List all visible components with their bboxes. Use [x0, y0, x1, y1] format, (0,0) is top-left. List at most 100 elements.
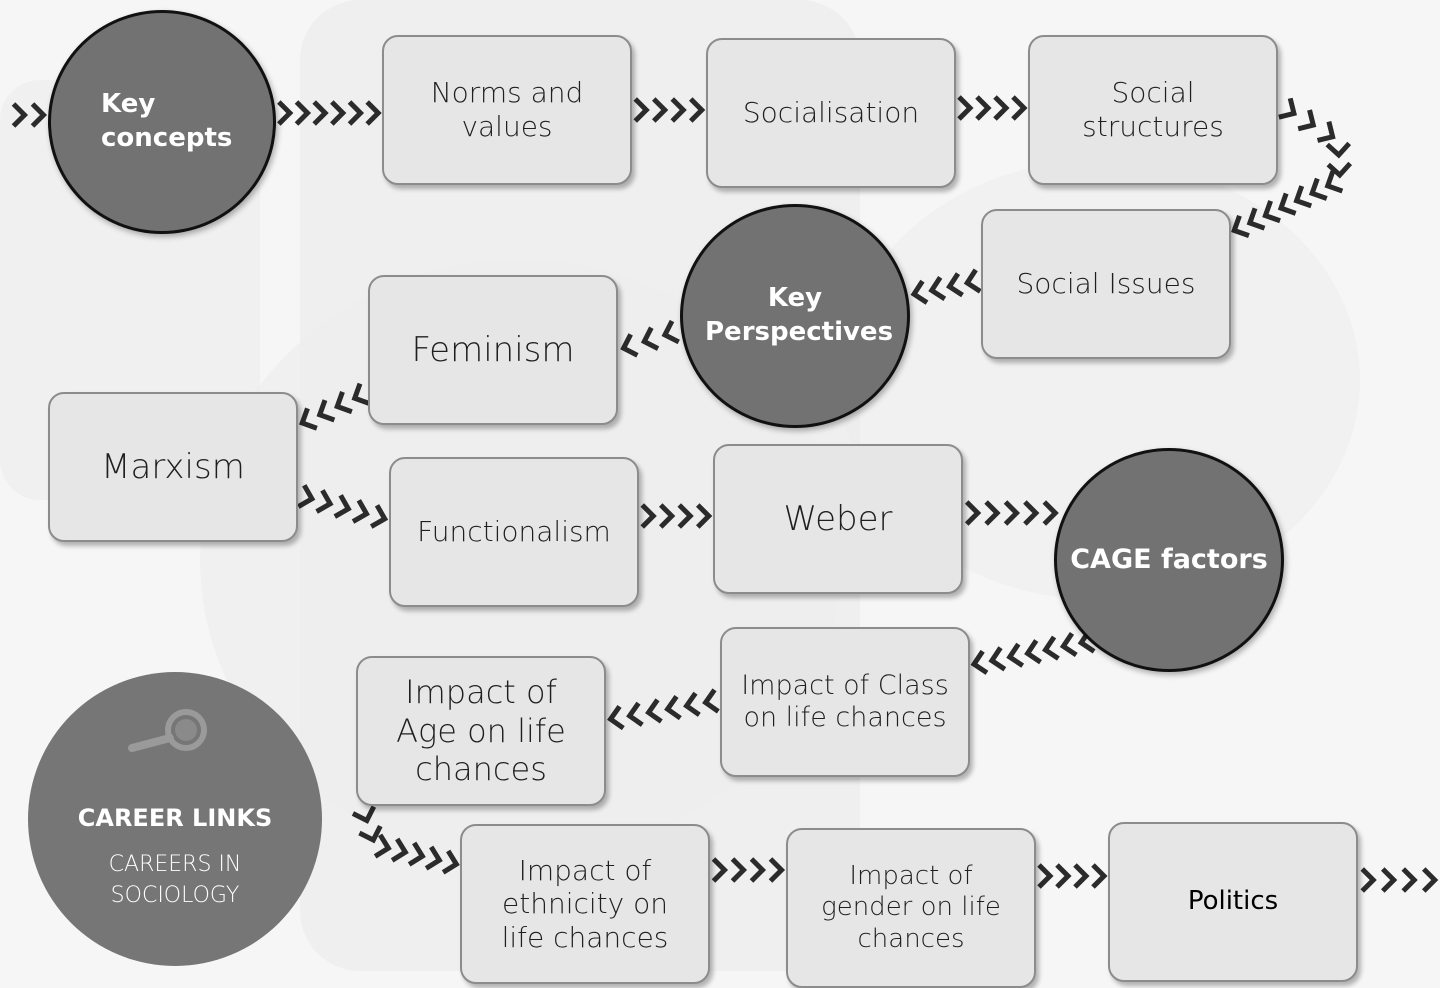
chevron-arrow-icon [1037, 863, 1054, 889]
chevron-arrow-icon [1324, 170, 1344, 194]
chevron-arrow-icon [351, 382, 371, 406]
chevron-arrow-icon [330, 100, 347, 126]
politics-node[interactable]: Politics [1108, 822, 1358, 982]
cage-factors-node[interactable]: CAGE factors [1054, 448, 1284, 672]
flow-connector [1037, 863, 1108, 889]
feminism-node[interactable]: Feminism [368, 275, 618, 425]
chevron-arrow-icon [730, 857, 748, 883]
career-links-button[interactable]: CAREER LINKS CAREERS IN SOCIOLOGY [28, 672, 322, 966]
chevron-arrow-icon [651, 97, 669, 123]
chevron-arrow-icon [1231, 214, 1250, 238]
chevron-arrow-icon [964, 500, 982, 526]
chevron-arrow-icon [358, 824, 383, 844]
chevron-arrow-icon [670, 97, 687, 123]
flow-connector [970, 628, 1096, 675]
chevron-arrow-icon [1006, 642, 1025, 668]
chevron-arrow-icon [626, 701, 644, 727]
impact-age-node[interactable]: Impact of Age on life chances [356, 656, 606, 806]
career-links-title: CAREER LINKS [77, 804, 273, 832]
flow-connector [620, 319, 680, 358]
chevron-arrow-icon [1023, 500, 1040, 526]
chevron-arrow-icon [988, 646, 1007, 672]
norms-values-label: Norms and values [430, 76, 584, 143]
chevron-arrow-icon [424, 845, 443, 871]
politics-label: Politics [1187, 886, 1279, 917]
chevron-arrow-icon [749, 857, 767, 883]
chevron-arrow-icon [1293, 185, 1313, 209]
chevron-arrow-icon [11, 102, 29, 128]
feminism-label: Feminism [411, 329, 575, 370]
chevron-arrow-icon [1297, 109, 1317, 132]
chevron-arrow-icon [640, 326, 660, 351]
social-structures-node[interactable]: Social structures [1028, 35, 1278, 185]
social-issues-label: Social Issues [1016, 267, 1196, 301]
chevron-arrow-icon [1316, 121, 1336, 143]
chevron-arrow-icon [658, 503, 676, 529]
chevron-arrow-icon [297, 484, 316, 509]
chevron-arrow-icon [30, 102, 48, 128]
chevron-arrow-icon [946, 272, 964, 298]
impact-gender-node[interactable]: Impact of gender on life chances [786, 828, 1036, 988]
impact-age-label: Impact of Age on life chances [396, 673, 566, 789]
chevron-arrow-icon [1326, 161, 1353, 179]
flow-connector [964, 500, 1059, 526]
flow-connector [1231, 97, 1353, 238]
chevron-arrow-icon [1360, 867, 1377, 893]
chevron-arrow-icon [1380, 867, 1398, 893]
chevron-arrow-icon [970, 649, 989, 675]
weber-label: Weber [783, 498, 893, 539]
marxism-node[interactable]: Marxism [48, 392, 298, 542]
chevron-arrow-icon [351, 499, 370, 524]
chevron-arrow-icon [677, 503, 694, 529]
magnifying-glass-icon [128, 709, 207, 752]
chevron-arrow-icon [1073, 863, 1090, 889]
flow-connector [299, 382, 371, 431]
impact-ethnicity-node[interactable]: Impact of ethnicity on life chances [460, 824, 710, 984]
weber-node[interactable]: Weber [713, 444, 963, 594]
flow-connector [351, 805, 460, 875]
chevron-arrow-icon [984, 500, 1001, 526]
chevron-arrow-icon [768, 857, 786, 883]
chevron-arrow-icon [661, 319, 680, 345]
chevron-arrow-icon [633, 97, 650, 123]
chevron-arrow-icon [1401, 867, 1418, 893]
flow-connector [910, 268, 982, 305]
chevron-arrow-icon [640, 503, 657, 529]
chevron-arrow-icon [369, 504, 389, 529]
functionalism-node[interactable]: Functionalism [389, 457, 639, 607]
marxism-label: Marxism [101, 446, 245, 487]
chevron-arrow-icon [1003, 500, 1021, 526]
chevron-arrow-icon [664, 695, 682, 721]
flow-connector [957, 95, 1028, 121]
flow-connector [633, 97, 706, 123]
chevron-arrow-icon [1325, 141, 1352, 159]
chevron-arrow-icon [277, 100, 294, 126]
flow-connector [607, 688, 720, 731]
norms-values-node[interactable]: Norms and values [382, 35, 632, 185]
chevron-arrow-icon [683, 691, 701, 717]
flow-connector [11, 102, 48, 128]
chevron-arrow-icon [373, 833, 392, 859]
chevron-arrow-icon [1421, 867, 1439, 893]
chevron-arrow-icon [351, 805, 377, 824]
key-concepts-label: Key concepts [101, 89, 233, 153]
chevron-arrow-icon [294, 100, 312, 126]
chevron-arrow-icon [334, 391, 353, 415]
social-issues-node[interactable]: Social Issues [981, 209, 1231, 359]
chevron-arrow-icon [312, 100, 329, 126]
chevron-arrow-icon [390, 837, 409, 863]
impact-class-node[interactable]: Impact of Class on life chances [720, 627, 970, 777]
key-perspectives-node[interactable]: Key Perspectives [680, 204, 910, 428]
chevron-arrow-icon [1041, 635, 1060, 661]
flow-connector [1360, 867, 1439, 893]
impact-gender-label: Impact of gender on life chances [821, 861, 1001, 954]
chevron-arrow-icon [645, 698, 663, 724]
key-concepts-node[interactable]: Key concepts [48, 10, 276, 234]
chevron-arrow-icon [1278, 97, 1297, 120]
functionalism-label: Functionalism [417, 515, 611, 549]
socialisation-node[interactable]: Socialisation [706, 38, 956, 188]
chevron-arrow-icon [1059, 632, 1078, 658]
chevron-arrow-icon [347, 100, 365, 126]
chevron-arrow-icon [620, 333, 639, 358]
